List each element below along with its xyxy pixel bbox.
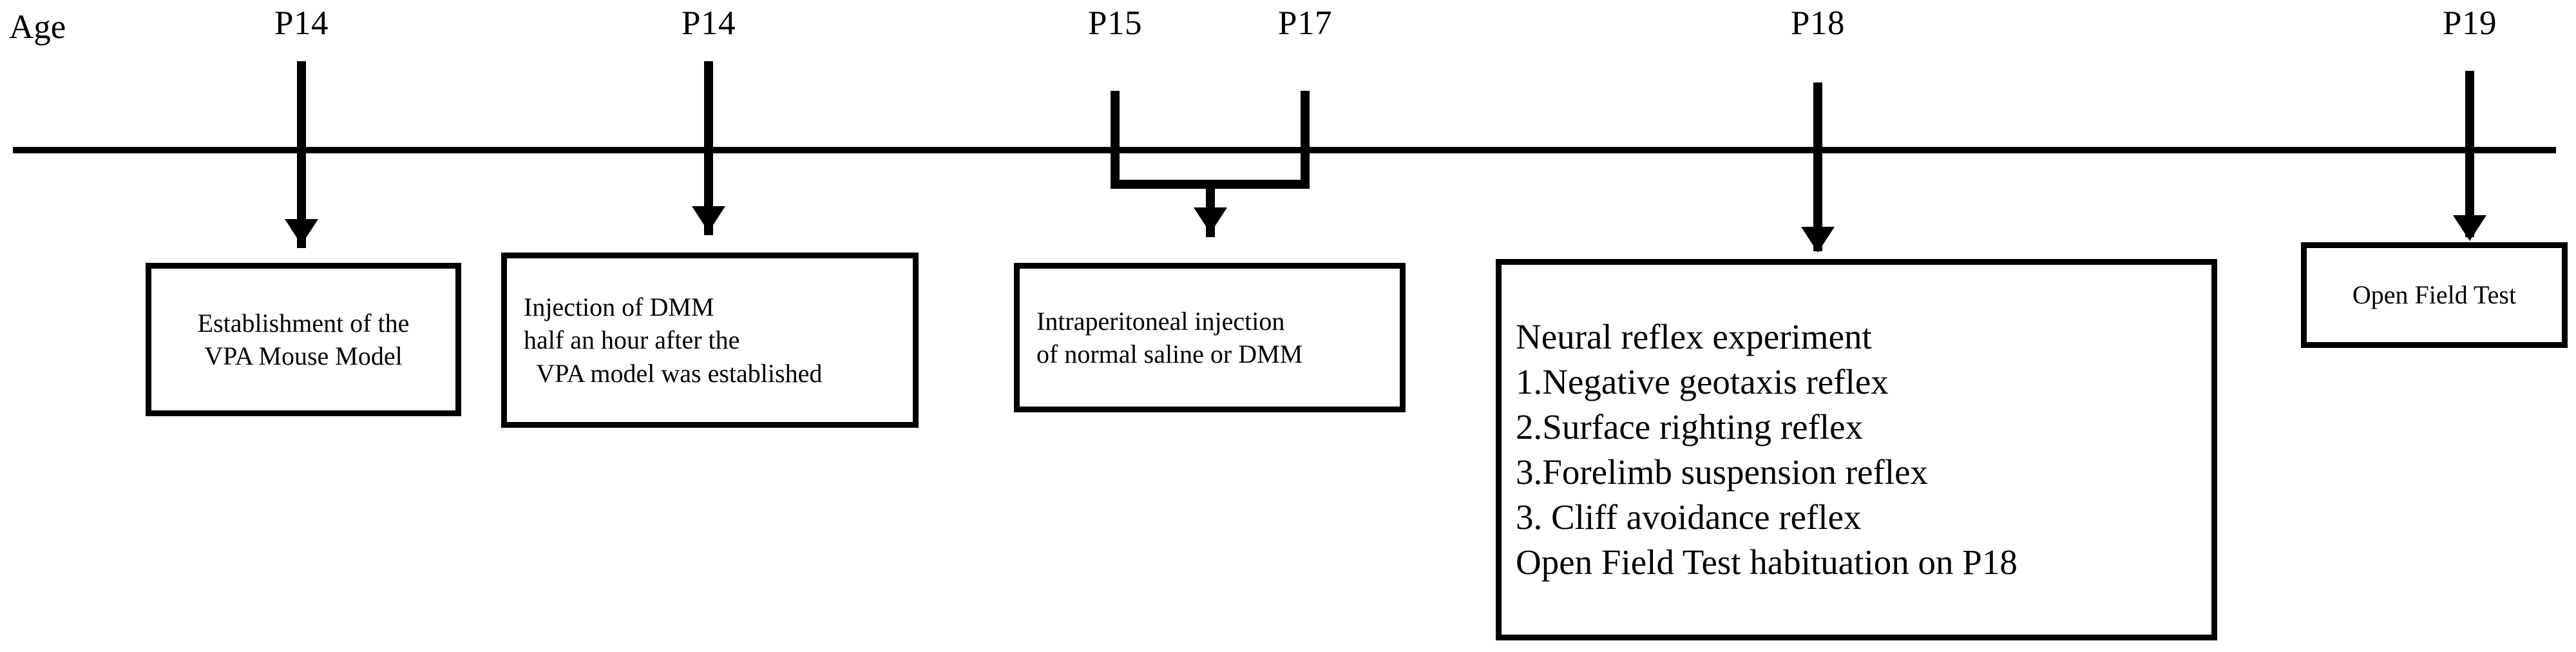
event-box-line: half an hour after the — [524, 325, 740, 355]
axis-caption-age: Age — [9, 8, 66, 46]
event-box-line: Open Field Test — [2352, 280, 2517, 310]
event-box-line: VPA model was established — [524, 358, 823, 388]
age-label-p17: P17 — [1278, 5, 1332, 42]
event-box-list-item: 1.Negative geotaxis reflex — [1516, 362, 1889, 402]
event-box-line: Establishment of the — [197, 308, 410, 338]
event-box-neural-reflex-experiment: Neural reflex experiment 1.Negative geot… — [1496, 259, 2217, 640]
arrowhead-p15-p17 — [1194, 207, 1227, 233]
age-label-p14-second: P14 — [682, 5, 736, 42]
event-box-title: Neural reflex experiment — [1516, 317, 1872, 357]
event-box-footer: Open Field Test habituation on P18 — [1516, 542, 2018, 582]
event-box-line: VPA Mouse Model — [204, 341, 403, 370]
event-box-intraperitoneal-injection: Intraperitoneal injection of normal sali… — [1014, 263, 1406, 412]
tick-stem-p19 — [2465, 71, 2474, 237]
arrowhead-p19 — [2453, 215, 2486, 241]
arrowhead-p14-second — [692, 206, 725, 232]
event-box-establishment-of-vpa-mouse-model: Establishment of the VPA Mouse Model — [146, 263, 461, 416]
event-box-line: of normal saline or DMM — [1036, 340, 1303, 369]
arrowhead-p18 — [1801, 227, 1835, 253]
arrowhead-p14-first — [285, 219, 318, 245]
timeline-axis-line — [13, 147, 2556, 153]
event-box-line: Intraperitoneal injection — [1036, 306, 1285, 336]
age-label-p14-first: P14 — [274, 5, 329, 42]
tick-stem-p18 — [1813, 82, 1822, 251]
tick-stem-p14-second — [704, 61, 713, 235]
bracket-right-stem-p17 — [1301, 91, 1310, 189]
bracket-bottom-bar — [1111, 180, 1310, 189]
event-box-open-field-test: Open Field Test — [2301, 242, 2568, 348]
event-box-list-item: 3. Cliff avoidance reflex — [1516, 497, 1862, 537]
age-label-p18: P18 — [1791, 5, 1845, 42]
age-label-p19: P19 — [2443, 5, 2497, 42]
event-box-line: Injection of DMM — [524, 292, 714, 322]
event-box-injection-of-dmm: Injection of DMM half an hour after the … — [501, 253, 919, 428]
bracket-left-stem-p15 — [1111, 91, 1120, 189]
event-box-list-item: 3.Forelimb suspension reflex — [1516, 452, 1929, 492]
event-box-list-item: 2.Surface righting reflex — [1516, 407, 1864, 447]
tick-stem-p14-first — [297, 61, 306, 248]
age-label-p15: P15 — [1088, 5, 1142, 42]
